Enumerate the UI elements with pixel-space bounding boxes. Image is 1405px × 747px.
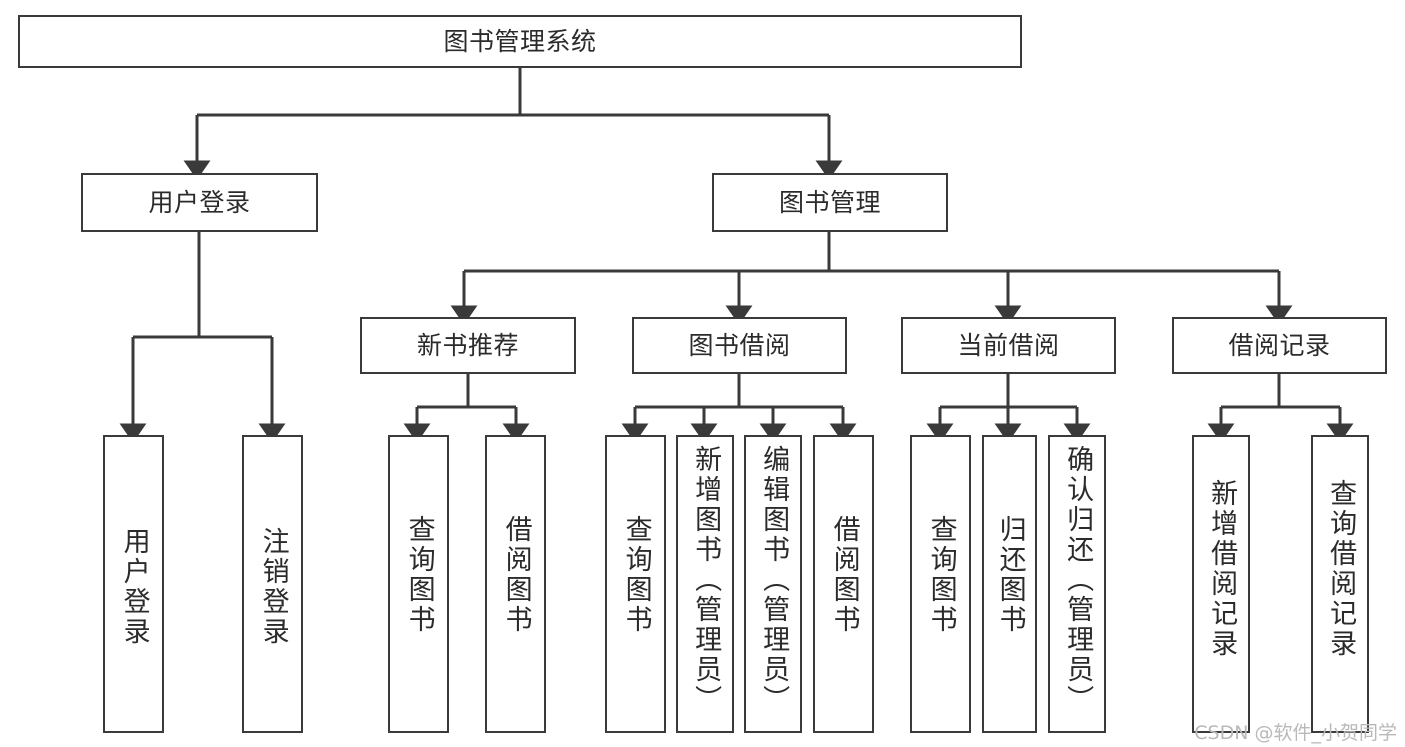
node-book-management[interactable]: 图书管理 <box>712 173 948 232</box>
leaf-user-login[interactable]: 用户登录 <box>103 435 164 733</box>
node-label: 图书借阅 <box>688 330 791 360</box>
node-label: 查询借阅记录 <box>1325 479 1357 659</box>
leaf-query-borrow-record[interactable]: 查询借阅记录 <box>1311 435 1369 733</box>
node-label: 新书推荐 <box>416 330 519 360</box>
leaf-borrow-book-newbook[interactable]: 借阅图书 <box>485 435 546 733</box>
node-label: 编辑图书（管理员） <box>758 445 790 715</box>
node-new-book-recommendation[interactable]: 新书推荐 <box>360 317 576 374</box>
node-label: 查询图书 <box>403 515 435 635</box>
leaf-edit-book-admin[interactable]: 编辑图书（管理员） <box>744 435 802 733</box>
node-borrow-record[interactable]: 借阅记录 <box>1172 317 1387 374</box>
node-label: 新增图书（管理员） <box>690 445 722 715</box>
leaf-query-book-borrow[interactable]: 查询图书 <box>605 435 666 733</box>
node-label: 用户登录 <box>118 527 150 647</box>
node-label: 图书管理 <box>778 187 881 217</box>
node-label: 查询图书 <box>925 515 957 635</box>
node-root-book-management-system[interactable]: 图书管理系统 <box>18 15 1022 68</box>
csdn-watermark: CSDN @软件_小贺同学 <box>1194 722 1397 744</box>
leaf-logout[interactable]: 注销登录 <box>242 435 303 733</box>
node-user-login[interactable]: 用户登录 <box>81 173 318 232</box>
leaf-query-book-newbook[interactable]: 查询图书 <box>388 435 449 733</box>
node-label: 归还图书 <box>994 515 1026 635</box>
leaf-confirm-return-admin[interactable]: 确认归还（管理员） <box>1048 435 1106 733</box>
node-current-borrowing[interactable]: 当前借阅 <box>901 317 1116 374</box>
node-label: 借阅图书 <box>500 515 532 635</box>
node-label: 当前借阅 <box>957 330 1060 360</box>
node-book-borrowing[interactable]: 图书借阅 <box>632 317 847 374</box>
leaf-return-book[interactable]: 归还图书 <box>982 435 1037 733</box>
node-label: 借阅记录 <box>1228 330 1331 360</box>
node-label: 确认归还（管理员） <box>1062 445 1094 715</box>
node-label: 注销登录 <box>257 527 289 647</box>
node-label: 新增借阅记录 <box>1206 479 1238 659</box>
node-label: 借阅图书 <box>828 515 860 635</box>
node-label: 图书管理系统 <box>443 26 597 56</box>
leaf-query-book-current[interactable]: 查询图书 <box>910 435 971 733</box>
node-label: 用户登录 <box>148 187 251 217</box>
leaf-add-book-admin[interactable]: 新增图书（管理员） <box>676 435 734 733</box>
node-label: 查询图书 <box>620 515 652 635</box>
leaf-borrow-book[interactable]: 借阅图书 <box>813 435 874 733</box>
leaf-add-borrow-record[interactable]: 新增借阅记录 <box>1192 435 1250 733</box>
